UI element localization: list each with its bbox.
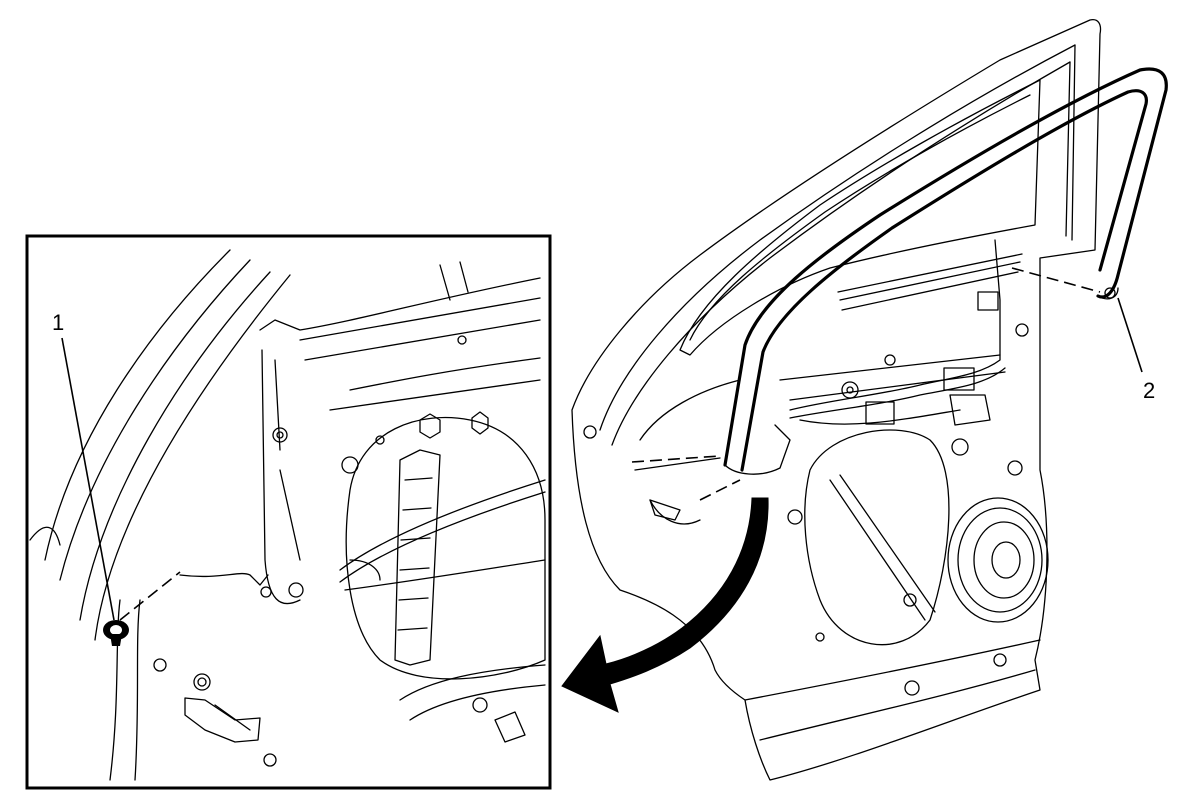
window-regulator-rail: [394, 449, 441, 666]
fastener-alignment-line: [1011, 267, 1101, 293]
callout-2-leader: [1117, 297, 1143, 373]
harness-connector: [943, 367, 975, 391]
detail-inset-frame: [25, 234, 552, 790]
harness-connector: [865, 401, 895, 425]
harness-connector: [977, 291, 999, 311]
door-latch-bracket: [184, 697, 261, 743]
inset-access-hole: [345, 416, 546, 680]
detail-view-arrow: [561, 497, 769, 713]
callout-1-leader: [61, 337, 115, 621]
door-outer-frame: [571, 18, 1102, 781]
window-opening: [679, 79, 1041, 356]
wiring-harness: [789, 239, 1001, 411]
inset-fastener-alignment-line: [119, 571, 181, 621]
door-speaker: [947, 497, 1049, 623]
callout-1-label: 1: [52, 310, 64, 335]
callout-2-label: 2: [1143, 378, 1155, 403]
rear-door-assembly: [571, 18, 1168, 781]
rear-door-weatherstrip: [723, 67, 1168, 467]
access-hole: [804, 429, 950, 646]
push-in-retainer: [103, 620, 129, 646]
weatherstrip-retainer: [1104, 287, 1116, 299]
detail-inset: 1: [29, 249, 546, 781]
